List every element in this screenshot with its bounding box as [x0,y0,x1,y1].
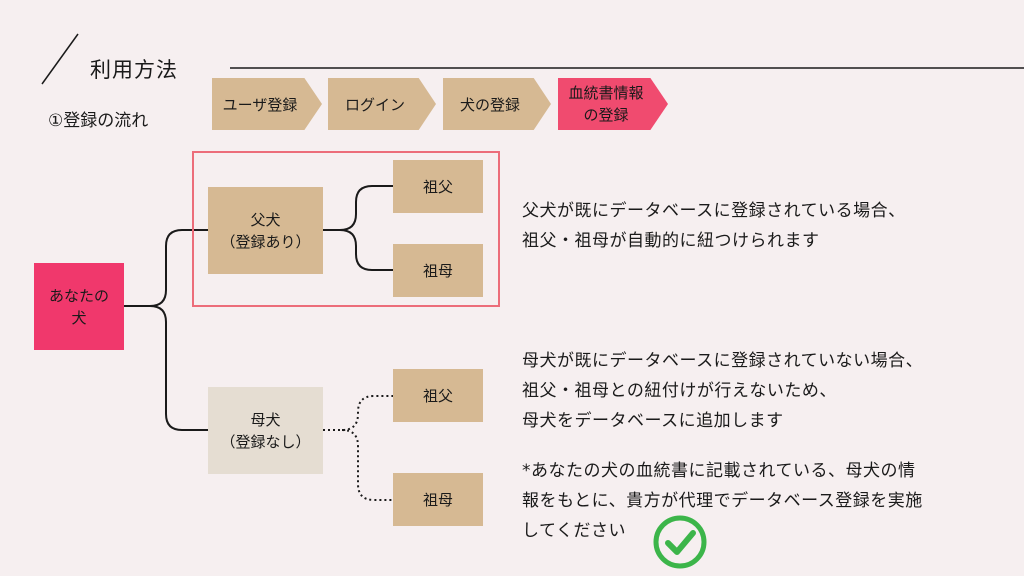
father-node: 父犬 （登録あり） [208,187,323,274]
node-label: 祖父 [422,177,453,196]
note-line: *あなたの犬の血統書に記載されている、母犬の情 [522,461,916,481]
node-label-line2: （登録なし） [220,432,311,451]
step-label-line1: 血統書情報 [568,84,644,102]
note-line: してください [522,521,626,541]
mother-grandmother-node: 祖母 [393,473,483,526]
step-login: ログイン [328,78,436,130]
note-line: 母犬が既にデータベースに登録されていない場合、 [522,351,924,371]
note-line: 祖父・祖母が自動的に紐つけられます [522,231,820,251]
section-subtitle: ①登録の流れ [48,111,149,131]
node-label-line1: 父犬 [250,210,281,229]
note-line: 祖父・祖母との紐付けが行えないため、 [522,381,837,401]
check-circle-icon [653,515,707,569]
step-dog-registration: 犬の登録 [443,78,551,130]
node-label-line1: あなたの [48,286,109,305]
father-to-grandparents-connector [323,185,393,271]
node-label: 祖母 [422,490,453,509]
node-label: 祖母 [422,261,453,280]
mother-node: 母犬 （登録なし） [208,387,323,474]
note-line: 父犬が既にデータベースに登録されている場合、 [522,201,906,221]
step-label: ユーザ登録 [222,95,298,114]
you-to-parents-connector [124,229,208,431]
footnote: *あなたの犬の血統書に記載されている、母犬の情 報をもとに、貴方が代理でデータベ… [522,456,923,546]
note-line: 報をもとに、貴方が代理でデータベース登録を実施 [522,491,923,511]
father-note: 父犬が既にデータベースに登録されている場合、 祖父・祖母が自動的に紐つけられます [522,196,906,256]
step-label-line2: の登録 [583,106,629,124]
step-pedigree-registration: 血統書情報 の登録 [558,78,668,130]
mother-grandfather-node: 祖父 [393,369,483,422]
father-grandmother-node: 祖母 [393,244,483,297]
mother-note: 母犬が既にデータベースに登録されていない場合、 祖父・祖母との紐付けが行えないた… [522,346,923,436]
mother-to-grandparents-connector [323,395,393,501]
note-line: 母犬をデータベースに追加します [522,411,784,431]
node-label-line1: 母犬 [250,410,281,429]
title-slash [41,33,79,85]
node-label-line2: （登録あり） [220,232,311,251]
node-label: 祖父 [422,386,453,405]
step-label: ログイン [344,95,405,114]
father-branch-highlight [192,151,500,307]
step-label: 犬の登録 [459,95,520,114]
step-user-registration: ユーザ登録 [212,78,322,130]
your-dog-node: あなたの 犬 [34,263,124,350]
father-grandfather-node: 祖父 [393,160,483,213]
node-label-line2: 犬 [71,308,87,327]
page-title: 利用方法 [90,58,178,82]
